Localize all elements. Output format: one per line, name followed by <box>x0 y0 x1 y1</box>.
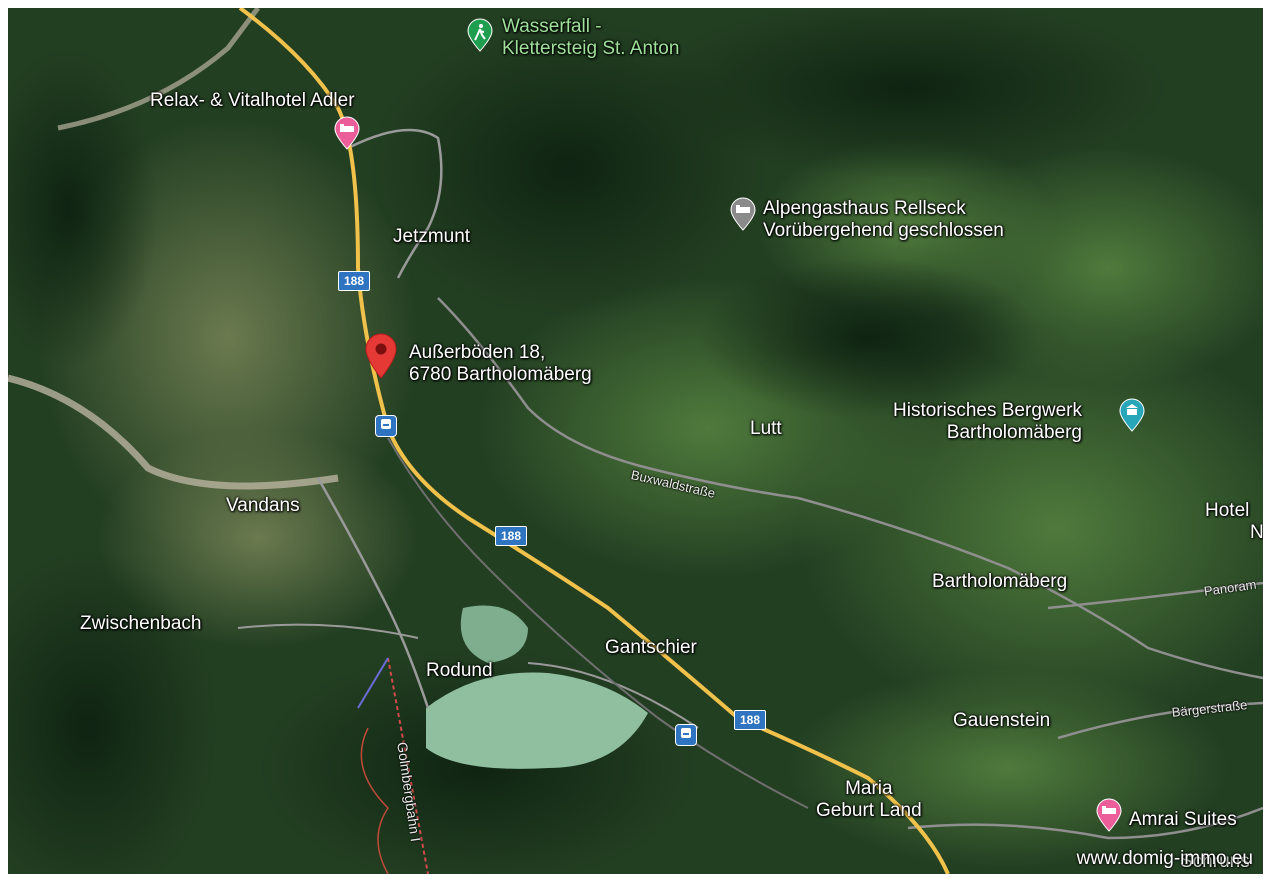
route-188-badge: 188 <box>734 710 766 730</box>
map-pin-icon[interactable] <box>364 333 398 379</box>
amrai-suites-label[interactable]: Amrai Suites <box>1129 809 1237 830</box>
zwischenbach-label[interactable]: Zwischenbach <box>80 613 202 634</box>
address-label[interactable]: Außerböden 18, 6780 Bartholomäberg <box>409 342 592 386</box>
bergwerk-label-line1: Historisches Bergwerk <box>893 400 1082 421</box>
alpengasthaus-status: Vorübergehend geschlossen <box>763 220 1004 241</box>
satellite-terrain <box>8 8 1263 874</box>
lodging-icon[interactable] <box>730 197 756 231</box>
gauenstein-label[interactable]: Gauenstein <box>953 710 1051 731</box>
alpengasthaus-name: Alpengasthaus Rellseck <box>763 198 966 219</box>
wasserfall-label[interactable]: Wasserfall - Klettersteig St. Anton <box>502 16 679 60</box>
satellite-map[interactable]: Wasserfall - Klettersteig St. Anton Rela… <box>8 8 1263 874</box>
hotel-icon[interactable] <box>1096 798 1122 832</box>
maria-geburt-land-label[interactable]: Maria Geburt Land <box>816 778 922 822</box>
museum-icon[interactable] <box>1119 398 1145 432</box>
schruns-label[interactable]: Schruns <box>1180 851 1250 872</box>
train-station-icon[interactable] <box>375 415 397 437</box>
alpengasthaus-label[interactable]: Alpengasthaus Rellseck Vorübergehend ges… <box>763 198 1004 242</box>
bartholomaeberg-label[interactable]: Bartholomäberg <box>932 571 1068 592</box>
train-station-icon[interactable] <box>675 724 697 746</box>
address-line1: Außerböden 18, <box>409 342 546 363</box>
hotel-partial-line1: Hotel <box>1205 500 1250 521</box>
hotel-partial-line2: N <box>1250 522 1263 543</box>
rodund-label[interactable]: Rodund <box>426 660 493 681</box>
lutt-label[interactable]: Lutt <box>750 418 782 439</box>
wasserfall-label-line2: Klettersteig St. Anton <box>502 38 680 59</box>
route-188-badge: 188 <box>495 526 527 546</box>
watermark-text: www.domig-immo.eu <box>1076 848 1253 869</box>
vandans-label[interactable]: Vandans <box>226 495 300 516</box>
bergwerk-label[interactable]: Historisches Bergwerk Bartholomäberg <box>893 400 1082 444</box>
gantschier-label[interactable]: Gantschier <box>605 637 697 658</box>
hotel-icon[interactable] <box>334 116 360 150</box>
hotel-partial-label[interactable]: Hotel N <box>1205 500 1263 544</box>
maria-line2: Geburt Land <box>816 800 922 821</box>
hiking-icon[interactable] <box>467 18 493 52</box>
jetzmunt-label[interactable]: Jetzmunt <box>393 226 471 247</box>
address-line2: 6780 Bartholomäberg <box>409 364 592 385</box>
bergwerk-label-line2: Bartholomäberg <box>946 422 1082 443</box>
maria-line1: Maria <box>845 778 893 799</box>
wasserfall-label-line1: Wasserfall - <box>502 16 602 37</box>
route-188-badge: 188 <box>338 271 370 291</box>
relax-hotel-label[interactable]: Relax- & Vitalhotel Adler <box>150 90 355 111</box>
